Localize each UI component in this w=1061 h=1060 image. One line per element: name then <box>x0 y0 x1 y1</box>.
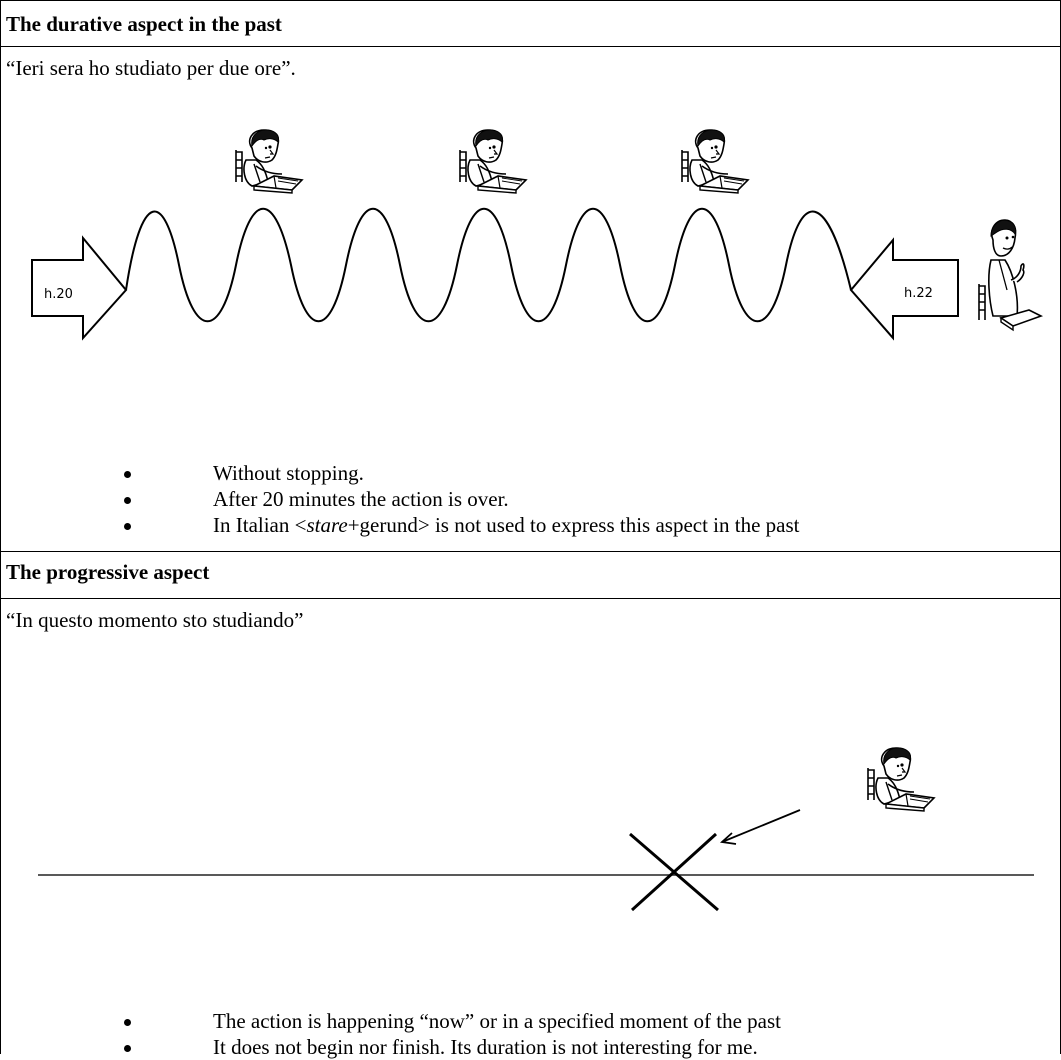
studying-person-icon <box>235 129 303 194</box>
finished-person-icon <box>978 219 1044 332</box>
bullet-stare-gerund: In Italian <stare+gerund> is not used to… <box>213 513 800 537</box>
end-time-label: h.22 <box>904 286 933 301</box>
row-divider <box>0 598 1061 599</box>
bullet-dot <box>124 1045 131 1052</box>
bullet-dot <box>124 497 131 504</box>
duration-wave <box>125 207 852 323</box>
example-sentence-progressive: “In questo momento sto studiando” <box>6 608 304 632</box>
row-divider <box>0 46 1061 47</box>
example-sentence-durative: “Ieri sera ho studiato per due ore”. <box>6 56 296 80</box>
section-heading-durative: The durative aspect in the past <box>6 12 282 36</box>
progressive-diagram <box>38 747 1034 912</box>
end-time-arrow-icon: h.22 <box>849 237 959 341</box>
durative-diagram: h.20 h.22 <box>31 129 1044 341</box>
start-time-arrow-icon: h.20 <box>31 235 128 341</box>
bullet-dot <box>124 1019 131 1026</box>
studying-person-icon <box>681 129 749 194</box>
section-heading-progressive: The progressive aspect <box>6 560 210 584</box>
present-moment-x-icon <box>629 832 719 912</box>
bullet-dot <box>124 523 131 530</box>
pointer-arrow-icon <box>719 809 801 845</box>
studying-person-icon <box>459 129 527 194</box>
bullet-dot <box>124 471 131 478</box>
start-time-label: h.20 <box>44 287 73 302</box>
row-divider <box>0 551 1061 552</box>
studying-person-icon <box>867 747 935 812</box>
